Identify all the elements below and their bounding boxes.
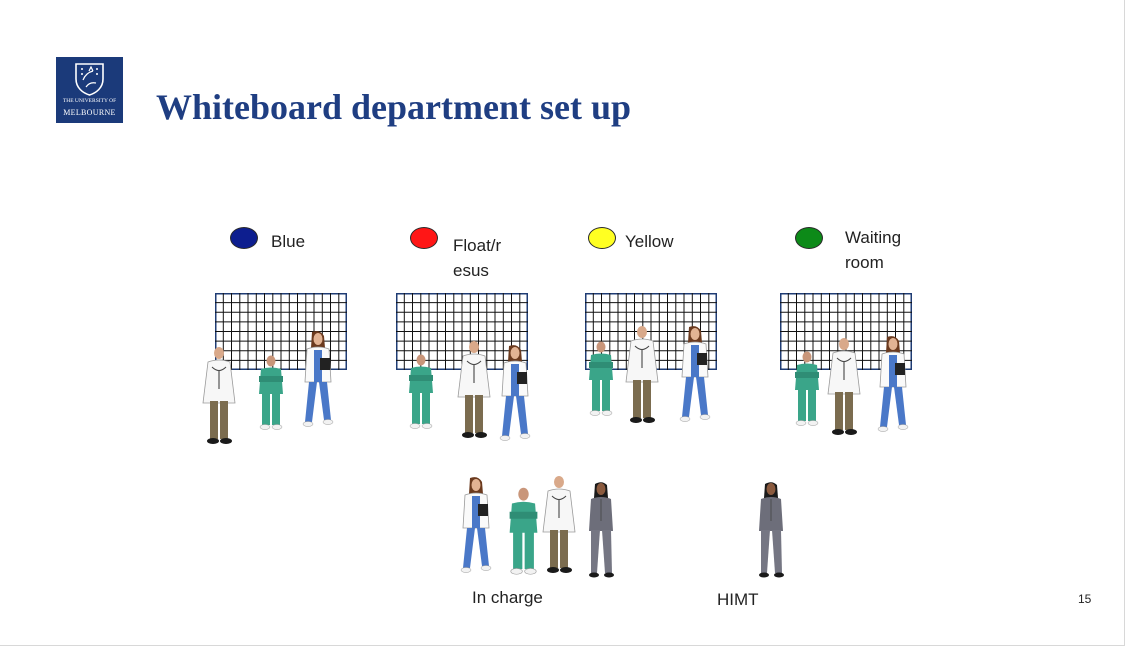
- team-label-line: Waiting: [845, 228, 902, 247]
- yellow-dot-icon: [588, 227, 616, 249]
- team-label-line: Blue: [271, 232, 306, 251]
- team-label-line: Float/r: [453, 236, 502, 255]
- in-charge-label: In charge: [472, 588, 543, 607]
- nurse-figure: [259, 355, 283, 430]
- crest-icon: [75, 63, 104, 96]
- doctor-figure: [202, 347, 236, 444]
- female-doctor-figure: [302, 331, 334, 427]
- nurse-figure: [409, 354, 433, 429]
- logo-text-line2: MELBOURNE: [63, 108, 116, 117]
- team-label-yellow: Yellow: [625, 229, 674, 254]
- female-doctor-figure: [877, 336, 909, 432]
- green-dot-icon: [795, 227, 823, 249]
- team-label-line: room: [845, 253, 884, 272]
- female-doctor-figure: [499, 345, 531, 441]
- nurse-figure: [589, 341, 613, 416]
- female-doctor-figure: [679, 326, 711, 422]
- page-number: 15: [1078, 592, 1092, 606]
- team-label-blue: Blue: [271, 229, 305, 254]
- himt-label: HIMT: [717, 590, 759, 609]
- doctor-figure: [827, 338, 861, 435]
- team-label-line: Yellow: [625, 232, 674, 251]
- nurse-figure: [509, 487, 538, 575]
- doctor-figure: [457, 341, 491, 438]
- logo-text-line1: THE UNIVERSITY OF: [62, 98, 117, 104]
- red-dot-icon: [410, 227, 438, 249]
- university-logo: THE UNIVERSITY OF MELBOURNE: [56, 57, 123, 123]
- team-label-waiting-room: Waiting room: [845, 225, 901, 275]
- nurse-figure: [795, 351, 819, 426]
- team-label-float-resus: Float/r esus: [453, 233, 501, 283]
- slide-title: Whiteboard department set up: [156, 87, 631, 127]
- doctor-figure: [625, 326, 659, 423]
- blue-dot-icon: [230, 227, 258, 249]
- doctor-figure: [542, 476, 576, 573]
- female-doctor-figure: [460, 477, 492, 573]
- businesswoman-figure: [589, 482, 614, 578]
- team-label-line: esus: [453, 261, 489, 280]
- businesswoman-figure: [759, 482, 784, 578]
